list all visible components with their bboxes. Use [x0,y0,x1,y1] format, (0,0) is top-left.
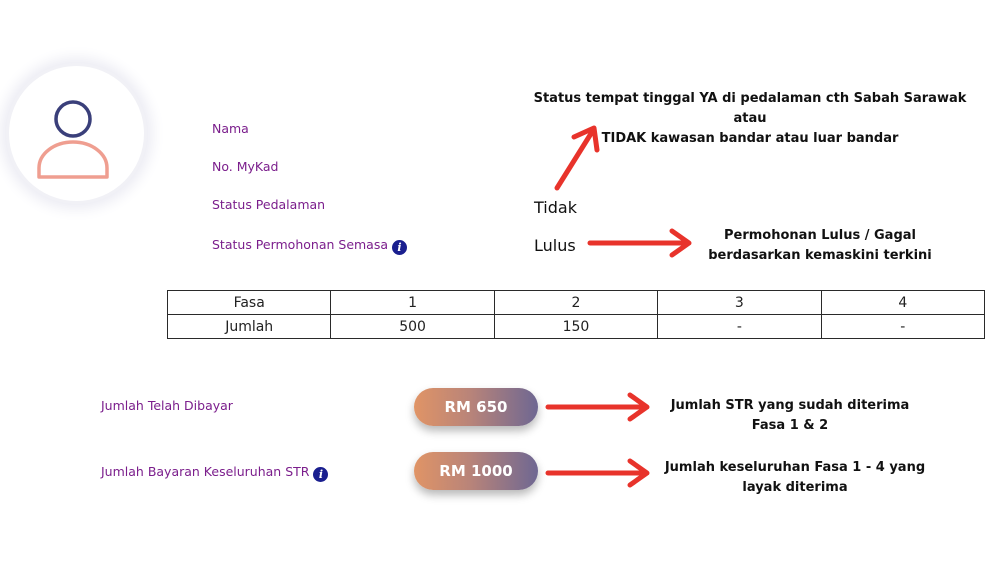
note-status-pedalaman: Status tempat tinggal YA di pedalaman ct… [520,89,980,149]
note-line: Status tempat tinggal YA di pedalaman ct… [533,91,967,126]
note-line: TIDAK kawasan bandar atau luar bandar [601,131,899,146]
fasa-table: Fasa 1 2 3 4 Jumlah 500 150 - - [166,290,986,339]
value-status-pedalaman: Tidak [534,198,577,217]
note-line: Permohonan Lulus / Gagal [724,228,916,243]
red-arrow-icon [554,125,600,191]
table-header-cell: 3 [657,290,822,315]
note-line: Fasa 1 & 2 [751,418,829,433]
red-arrow-icon [545,458,650,488]
amount-keseluruhan-badge: RM 1000 [414,452,538,490]
label-status-permohonan-text: Status Permohonan Semasa [212,237,389,252]
amount-dibayar-badge: RM 650 [414,388,538,426]
avatar [9,66,144,201]
table-cell: - [820,314,986,339]
table-row: Jumlah 500 150 - - [166,314,986,339]
note-line: Jumlah STR yang sudah diterima [670,398,910,413]
table-header-cell: 4 [820,290,986,315]
note-line: berdasarkan kemaskini terkini [708,248,932,263]
note-status-permohonan: Permohonan Lulus / Gagal berdasarkan kem… [700,226,940,266]
table-cell: 150 [493,314,659,339]
table-header-cell: Fasa [166,290,332,315]
info-icon[interactable]: i [392,240,408,255]
table-cell: - [657,314,822,339]
label-jumlah-dibayar: Jumlah Telah Dibayar [101,398,233,413]
value-status-permohonan: Lulus [534,236,576,255]
table-row: Fasa 1 2 3 4 [166,290,986,315]
note-jumlah-dibayar: Jumlah STR yang sudah diterima Fasa 1 & … [650,396,930,436]
label-status-pedalaman: Status Pedalaman [212,197,326,212]
table-cell: 500 [330,314,495,339]
label-nama: Nama [212,121,249,136]
label-mykad: No. MyKad [212,159,279,174]
red-arrow-icon [587,228,692,258]
table-header-cell: 2 [493,290,659,315]
note-line: layak diterima [742,480,848,495]
table-cell: Jumlah [166,314,332,339]
note-jumlah-keseluruhan: Jumlah keseluruhan Fasa 1 - 4 yang layak… [650,458,940,498]
user-avatar-icon [37,100,109,179]
label-jumlah-keseluruhan-text: Jumlah Bayaran Keseluruhan STR [101,464,310,479]
note-line: Jumlah keseluruhan Fasa 1 - 4 yang [664,460,926,475]
info-icon[interactable]: i [313,467,329,482]
red-arrow-icon [545,392,650,422]
